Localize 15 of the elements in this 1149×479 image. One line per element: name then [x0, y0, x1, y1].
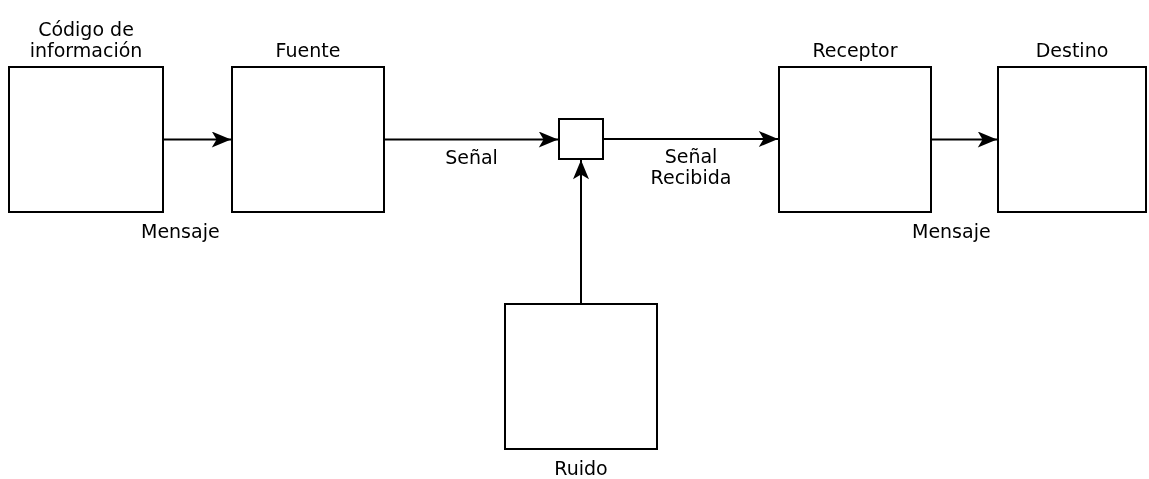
arrow — [931, 131, 998, 148]
junction-box — [558, 118, 604, 160]
block-title: Fuente — [274, 40, 342, 61]
block-title: Receptor — [811, 40, 899, 61]
arrow — [163, 131, 232, 148]
arrow — [573, 159, 589, 304]
edge-label: Señal — [444, 146, 499, 168]
arrow — [603, 131, 779, 147]
edge-label: Señal Recibida — [649, 146, 733, 188]
block-title: Ruido — [553, 458, 609, 479]
block-title: Código de información — [28, 19, 144, 61]
signal-label: Mensaje — [141, 221, 220, 242]
block-title: Destino — [1034, 40, 1110, 61]
signal-label: Mensaje — [912, 221, 991, 242]
arrow — [384, 131, 559, 148]
